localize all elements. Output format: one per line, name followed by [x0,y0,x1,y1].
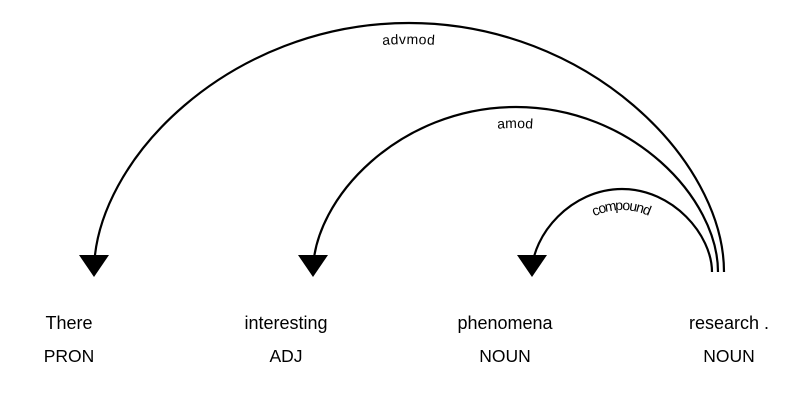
token-research: research . NOUN [689,313,769,366]
token-word: research . [689,313,769,333]
token-there: There PRON [44,313,95,366]
arc-compound: compound [517,187,714,277]
arc-advmod-curve [92,21,726,273]
arc-amod: amod [298,105,720,277]
token-word: interesting [244,313,327,333]
arrowhead-down-icon [79,255,109,277]
token-pos-tag: ADJ [269,346,302,366]
arc-advmod: advmod [79,21,726,277]
arrowhead-down-icon [298,255,328,277]
arc-advmod-label-text: advmod [382,31,436,48]
token-word: There [45,313,92,333]
arc-compound-label-text: compound [589,197,653,219]
arc-amod-label: amod [497,115,535,132]
arc-compound-label: compound [589,197,654,219]
arrowhead-down-icon [517,255,547,277]
token-phenomena: phenomena NOUN [457,313,553,366]
token-word: phenomena [457,313,553,333]
arc-amod-label-text: amod [497,115,534,132]
arc-compound-curve [530,187,714,273]
token-interesting: interesting ADJ [244,313,327,366]
token-pos-tag: NOUN [703,346,755,366]
token-pos-tag: NOUN [479,346,531,366]
token-pos-tag: PRON [44,346,95,366]
arc-amod-curve [311,105,720,273]
arc-advmod-label: advmod [382,31,437,48]
